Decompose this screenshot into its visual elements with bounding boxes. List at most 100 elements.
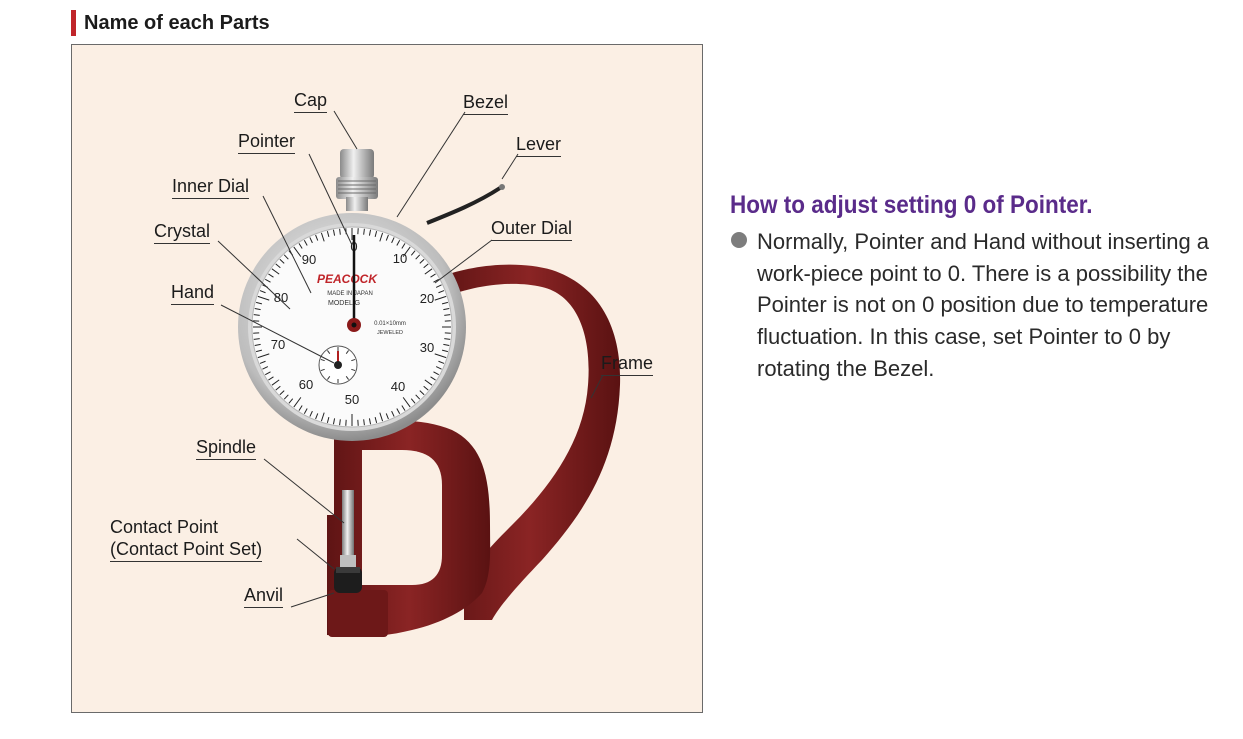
inner-dial-tick [327,350,331,354]
dial-tick [265,278,271,283]
dial-tick [434,295,447,301]
dial-tick [374,230,378,238]
dial-number-30: 30 [420,340,434,355]
dial-tick [443,343,450,347]
dial-tick [444,314,451,316]
inner-dial-tick [345,376,349,380]
dial-tick [410,250,416,256]
dial-tick [379,412,384,422]
dial-number-60: 60 [299,377,313,392]
info-line-4: fluctuation. In this case, set Pointer t… [757,324,1171,350]
dial-tick [363,228,365,235]
frame-arm [438,264,621,620]
section-title: Name of each Parts [84,12,270,34]
bullet-dot-icon [731,232,747,248]
dial-tick [253,314,260,316]
label-inner-dial: Inner Dial [172,176,250,199]
dial-tick [253,338,260,340]
dial-tick [433,278,439,283]
lever-wire [426,186,502,225]
info-line-1: Normally, Pointer and Hand without inser… [757,229,1210,254]
label-outer-dial: Outer Dial [491,218,573,241]
inner-dial-tick [351,358,356,362]
dial-tick [293,397,302,408]
dial-tick [423,263,429,269]
dial-tick [309,410,313,417]
leader-inner-dial [262,195,312,294]
dial-tick [257,295,270,301]
label-contact-point-line2: (Contact Point Set) [110,539,263,559]
dial-number-80: 80 [274,290,288,305]
section-marker [71,10,76,36]
dial-tick [368,418,372,425]
dial-tick [303,240,308,246]
dial-tick [401,243,406,249]
dial-tick [298,405,303,411]
dial-tick [415,394,421,400]
leader-lever [501,153,519,180]
label-contact-point: Contact Point (Contact Point Set) [110,516,263,562]
dial-tick [326,416,330,424]
info-line-2: work-piece point to 0. There is a possib… [757,260,1208,286]
label-anvil: Anvil [244,585,284,608]
brand-logo: PEACOCK [317,272,378,286]
label-pointer: Pointer [238,131,296,154]
leader-hand [220,304,335,364]
dial-tick [396,240,401,246]
dial-tick [424,268,433,275]
leader-anvil [290,592,335,608]
dial-tick [434,353,447,359]
dial-tick [396,408,401,414]
dial-tick [430,376,436,381]
dial-tick [444,338,451,340]
dial-tick [279,390,285,396]
dial-tick [271,268,280,275]
dial-tick [279,258,285,264]
dial-tick [419,258,425,264]
diagram-panel: 0 10 20 30 40 50 60 70 80 90 PEACOCK MAD… [71,44,703,713]
label-bezel: Bezel [463,92,509,115]
dial-number-20: 20 [420,291,434,306]
dial-tick [315,234,319,241]
inner-dial-tick [327,376,331,380]
leader-frame [590,374,604,399]
dial-tick [391,237,395,244]
dial-tick [254,343,261,347]
info-line-5: rotating the Bezel. [757,355,935,381]
dial-tick [332,418,336,425]
dial-tick [339,419,341,426]
dial-tick [275,263,281,269]
dial-tick [391,410,395,417]
dial-tick [293,246,302,257]
jeweled-label: JEWELED [377,330,403,336]
leader-pointer [308,153,353,246]
info-line-3: Pointer is not on 0 position due to temp… [757,292,1209,318]
dial-tick [424,379,433,386]
dial-tick [443,307,450,311]
made-in-label: MADE IN JAPAN [327,291,373,297]
label-contact-point-line1: Contact Point [110,517,219,537]
dial-tick [419,390,425,396]
dial-tick [402,397,411,408]
resolution-label: 0.01×10mm [374,321,406,327]
leader-crystal [217,240,291,310]
dial-tick [385,413,389,420]
info-body: Normally, Pointer and Hand without inser… [757,226,1217,385]
dial-tick [441,349,449,353]
dial-tick [288,398,294,404]
dial-tick [430,273,436,278]
dial-tick [283,254,289,260]
dial-tick [385,234,389,241]
inner-dial-tick [320,368,325,372]
dial-tick [410,398,416,404]
inner-dial-tick [351,368,356,372]
dial-tick [320,232,325,242]
label-frame: Frame [601,353,654,376]
dial-tick [271,379,280,386]
dial-tick [315,413,319,420]
dial-tick [262,366,269,370]
dial-tick [379,232,384,242]
leader-cap [333,110,358,150]
model-label: MODEL G [328,300,360,307]
dial-tick [415,254,421,260]
